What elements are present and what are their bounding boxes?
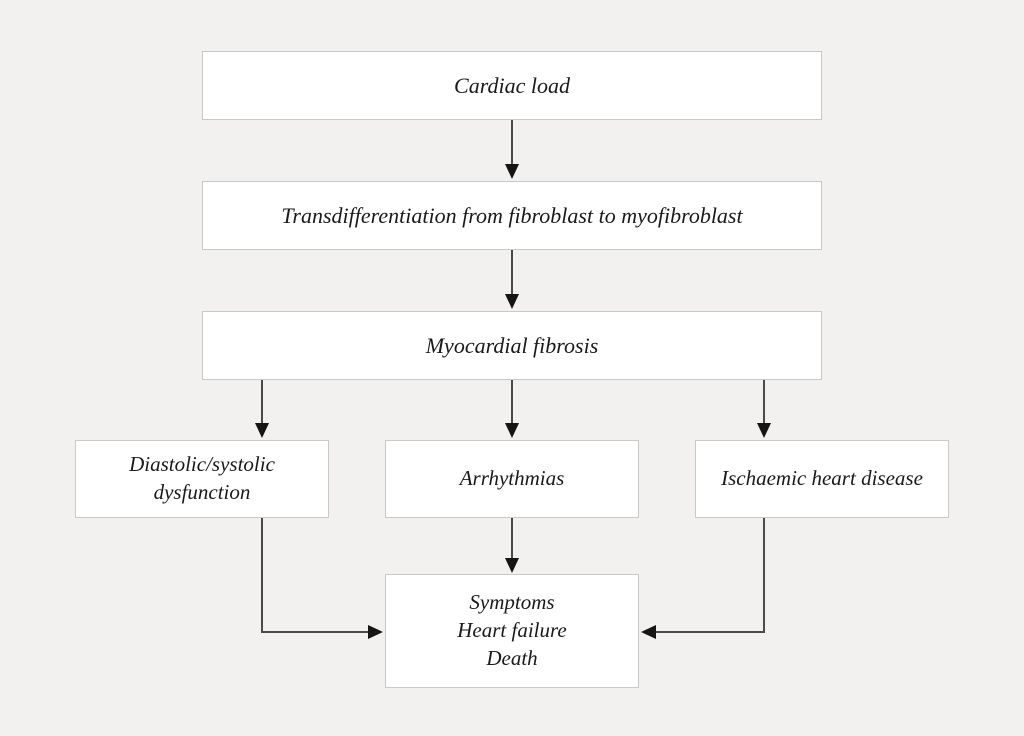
node-myocardial-fibrosis: Myocardial fibrosis xyxy=(202,311,822,380)
node-label-line: Transdifferentiation from fibroblast to … xyxy=(281,202,743,228)
connector-ischaemic-to-outcome-horizontal xyxy=(655,631,765,633)
node-label-line: Death xyxy=(486,645,538,670)
node-label-line: Arrhythmias xyxy=(459,466,565,491)
connector-ischaemic-to-outcome-vertical xyxy=(763,518,765,632)
node-label-line: Cardiac load xyxy=(454,72,570,98)
node-dysfunction: Diastolic/systolic dysfunction xyxy=(75,440,329,518)
arrowhead-down-icon xyxy=(505,423,519,438)
connector-myocardial-fibrosis-to-arrhythmias xyxy=(511,380,513,425)
node-arrhythmias: Arrhythmias xyxy=(385,440,639,518)
connector-cardiac-load-to-transdifferentiation xyxy=(511,120,513,166)
node-transdifferentiation: Transdifferentiation from fibroblast to … xyxy=(202,181,822,250)
node-label-line: Myocardial fibrosis xyxy=(425,332,599,358)
arrowhead-down-icon xyxy=(505,164,519,179)
node-label-line: dysfunction xyxy=(153,480,251,504)
arrowhead-right-icon xyxy=(368,625,383,639)
node-outcome: Symptoms Heart failure Death xyxy=(385,574,639,688)
arrowhead-down-icon xyxy=(255,423,269,438)
node-label-line: Heart failure xyxy=(457,618,567,643)
arrowhead-down-icon xyxy=(505,294,519,309)
node-cardiac-load: Cardiac load xyxy=(202,51,822,120)
connector-myocardial-fibrosis-to-ischaemic-heart-disease xyxy=(763,380,765,425)
node-label-line: Ischaemic heart disease xyxy=(721,466,923,491)
connector-myocardial-fibrosis-to-dysfunction xyxy=(261,380,263,425)
node-label-line: Diastolic/systolic xyxy=(129,452,275,477)
node-label-line: Symptoms xyxy=(469,590,555,615)
connector-transdifferentiation-to-myocardial-fibrosis xyxy=(511,250,513,296)
node-ischaemic-heart-disease: Ischaemic heart disease xyxy=(695,440,949,518)
connector-dysfunction-to-outcome-horizontal xyxy=(261,631,370,633)
arrowhead-down-icon xyxy=(505,558,519,573)
arrowhead-left-icon xyxy=(641,625,656,639)
connector-arrhythmias-to-outcome xyxy=(511,518,513,560)
connector-dysfunction-to-outcome-vertical xyxy=(261,518,263,632)
arrowhead-down-icon xyxy=(757,423,771,438)
